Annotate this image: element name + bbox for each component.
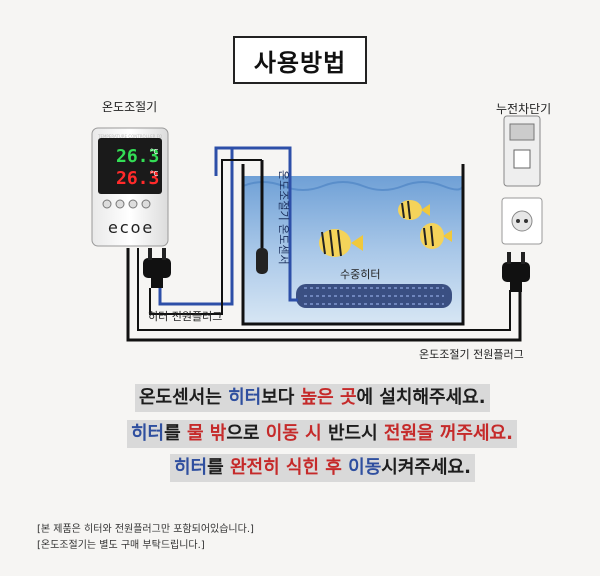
thermostat-device — [91, 127, 169, 247]
brand-logo: ecoe — [108, 218, 155, 237]
instruction-line-3: 히터를 완전히 식힌 후 이동시켜주세요. — [170, 454, 475, 482]
fish-icon — [398, 200, 430, 220]
heater-plug-icon — [143, 248, 171, 288]
instruction-text: 높은 곳 — [300, 387, 357, 408]
fish-icon — [319, 229, 363, 257]
thermostat-header-text: TEMPERATURE CONTROLLER FOR AQUARIUM HEAT… — [98, 134, 162, 139]
thermostat-label: 온도조절기 — [102, 100, 158, 114]
wall-outlet — [501, 197, 543, 245]
instruction-text: 시켜주세요. — [381, 457, 471, 478]
thermostat-power-cable — [126, 248, 522, 342]
display-bottom-value: 26.3 — [116, 168, 160, 189]
footnote: [온도조절기는 별도 구매 부탁드립니다.] — [37, 540, 205, 551]
breaker-label: 누전차단기 — [496, 102, 552, 116]
heater-plug-label: 히터 전원플러그 — [148, 310, 223, 323]
instruction-text: 으로 — [226, 423, 266, 444]
instruction-text: 히터 — [228, 387, 262, 408]
breaker-device — [503, 115, 541, 187]
instruction-text: 히터 — [174, 457, 208, 478]
instruction-text: 에 설치해주세요. — [356, 387, 486, 408]
instruction-text: 를 — [164, 423, 187, 444]
instruction-text: 이동 시 — [265, 423, 322, 444]
instruction-text: 물 밖 — [186, 423, 227, 444]
fish-icon — [420, 223, 452, 249]
instruction-text: 완전히 식힌 후 — [229, 457, 342, 478]
thermostat-plug-label: 온도조절기 전원플러그 — [419, 348, 524, 361]
display-bottom-unit: °C — [150, 170, 159, 178]
sensor-label: 온도조절기 온도센서 — [277, 170, 290, 265]
thermostat-plug-icon — [502, 252, 530, 292]
instruction-line-2: 히터를 물 밖으로 이동 시 반드시 전원을 꺼주세요. — [127, 420, 517, 448]
setup-illustration — [91, 115, 543, 342]
instruction-text: 반드시 — [321, 423, 384, 444]
footnote: [본 제품은 히터와 전원플러그만 포함되어있습니다.] — [37, 524, 254, 535]
instruction-text: 히터 — [131, 423, 165, 444]
page-title: 사용방법 — [233, 36, 367, 84]
instruction-text: 온도센서는 — [139, 387, 229, 408]
display-top-unit: °C — [150, 148, 159, 156]
instruction-text: 를 — [207, 457, 230, 478]
instruction-line-1: 온도센서는 히터보다 높은 곳에 설치해주세요. — [135, 384, 490, 412]
submersible-heater — [296, 284, 452, 308]
heater-label: 수중히터 — [340, 268, 381, 281]
instruction-text: 보다 — [261, 387, 301, 408]
instruction-text: 전원을 꺼주세요. — [383, 423, 513, 444]
instruction-text: 이동 — [348, 457, 382, 478]
temperature-sensor — [256, 160, 268, 274]
display-top-value: 26.3 — [116, 146, 160, 167]
